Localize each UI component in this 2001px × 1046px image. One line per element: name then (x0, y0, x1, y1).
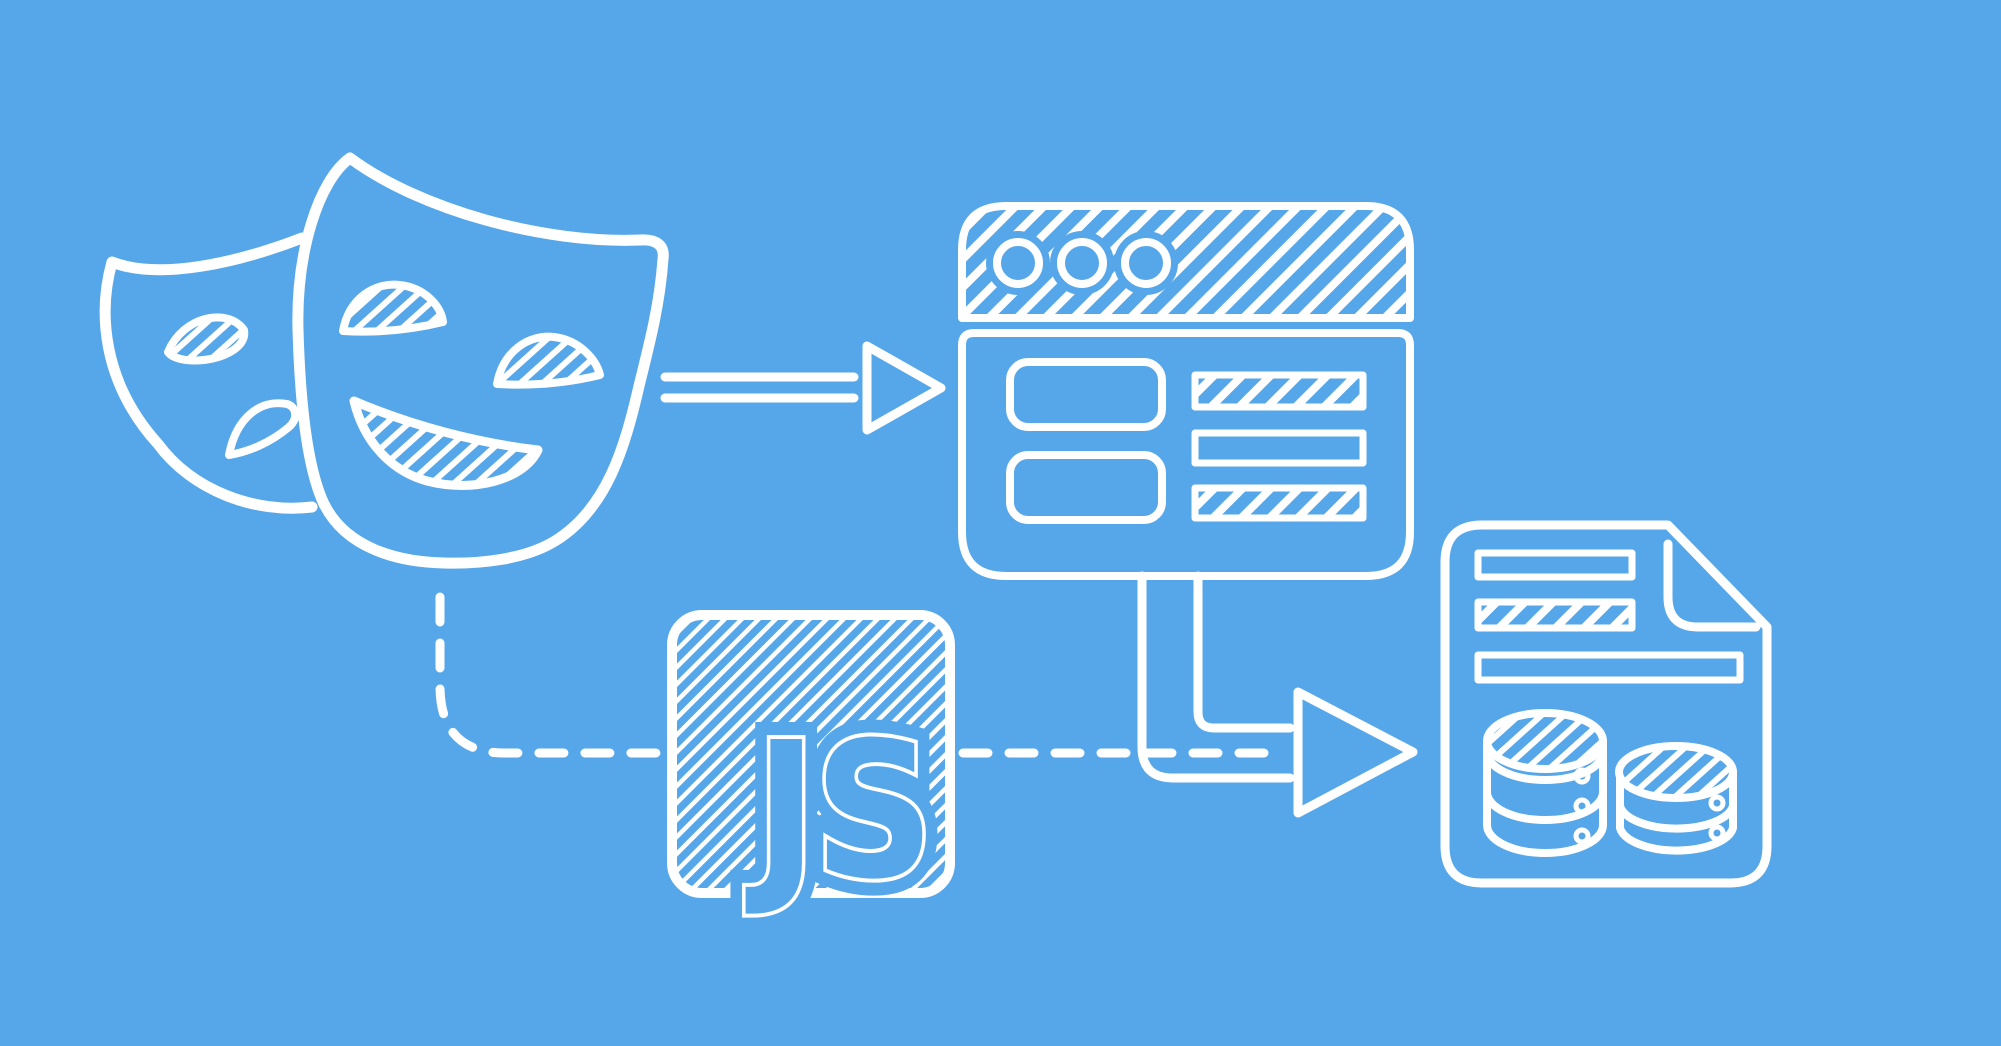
js-badge-text: JS (745, 702, 931, 921)
connector-outer-line (1137, 571, 1295, 783)
db1-bolt-1 (1573, 767, 1591, 785)
comedy-mask-smile (349, 396, 543, 490)
comedy-mask-right-eye (493, 332, 604, 389)
tragedy-mask-outline (99, 232, 318, 514)
db1-body (1483, 737, 1607, 857)
db1-ring-2 (1483, 788, 1607, 824)
db2-top (1615, 742, 1737, 802)
db2-bolt-1 (1708, 794, 1726, 812)
tragedy-mask-frown (225, 399, 300, 459)
file-text-line-2 (1474, 598, 1636, 632)
db1-ring-1 (1483, 748, 1607, 784)
file-folded-corner (1663, 539, 1761, 632)
connector-inner-line (1193, 571, 1295, 733)
browser-window-icon (958, 202, 1414, 580)
flow-arrow-head (1293, 687, 1418, 818)
arrow-head (862, 341, 946, 435)
js-badge-text-halo: JS (745, 702, 931, 921)
window-button-2 (1057, 238, 1107, 288)
browser-card-top (1006, 358, 1166, 431)
file-outline (1440, 520, 1772, 888)
database-cylinder-small (1615, 742, 1737, 855)
tragedy-mask-eye (164, 313, 249, 365)
browser-text-line-1 (1191, 371, 1367, 411)
browser-card-bottom (1006, 451, 1166, 524)
theater-masks-icon (99, 152, 669, 569)
db2-ring-1 (1616, 802, 1737, 833)
db2-body (1616, 768, 1737, 855)
database-file-icon (1440, 520, 1772, 888)
db1-top (1483, 709, 1607, 773)
javascript-badge-icon: JS JS (667, 610, 955, 938)
db1-bolt-2 (1573, 797, 1591, 815)
comedy-mask-outline (292, 152, 669, 569)
right-arrow-icon (660, 341, 946, 435)
window-button-1 (993, 238, 1043, 288)
file-text-line-1 (1474, 549, 1636, 581)
browser-body (958, 329, 1414, 580)
database-cylinder-large (1483, 709, 1607, 857)
browser-window-buttons (986, 231, 1178, 295)
browser-to-file-connector (1137, 571, 1295, 783)
db1-bolt-3 (1573, 827, 1591, 845)
file-text-line-3 (1474, 651, 1744, 684)
browser-text-line-2 (1191, 429, 1367, 467)
window-button-3 (1121, 238, 1171, 288)
js-badge-box (667, 610, 955, 898)
dashed-flow-arrow-icon (435, 592, 1418, 818)
comedy-mask-left-eye (339, 280, 447, 336)
db2-bolt-2 (1708, 824, 1726, 842)
dashed-line-masks-to-js (435, 592, 665, 758)
browser-text-line-3 (1191, 484, 1367, 522)
